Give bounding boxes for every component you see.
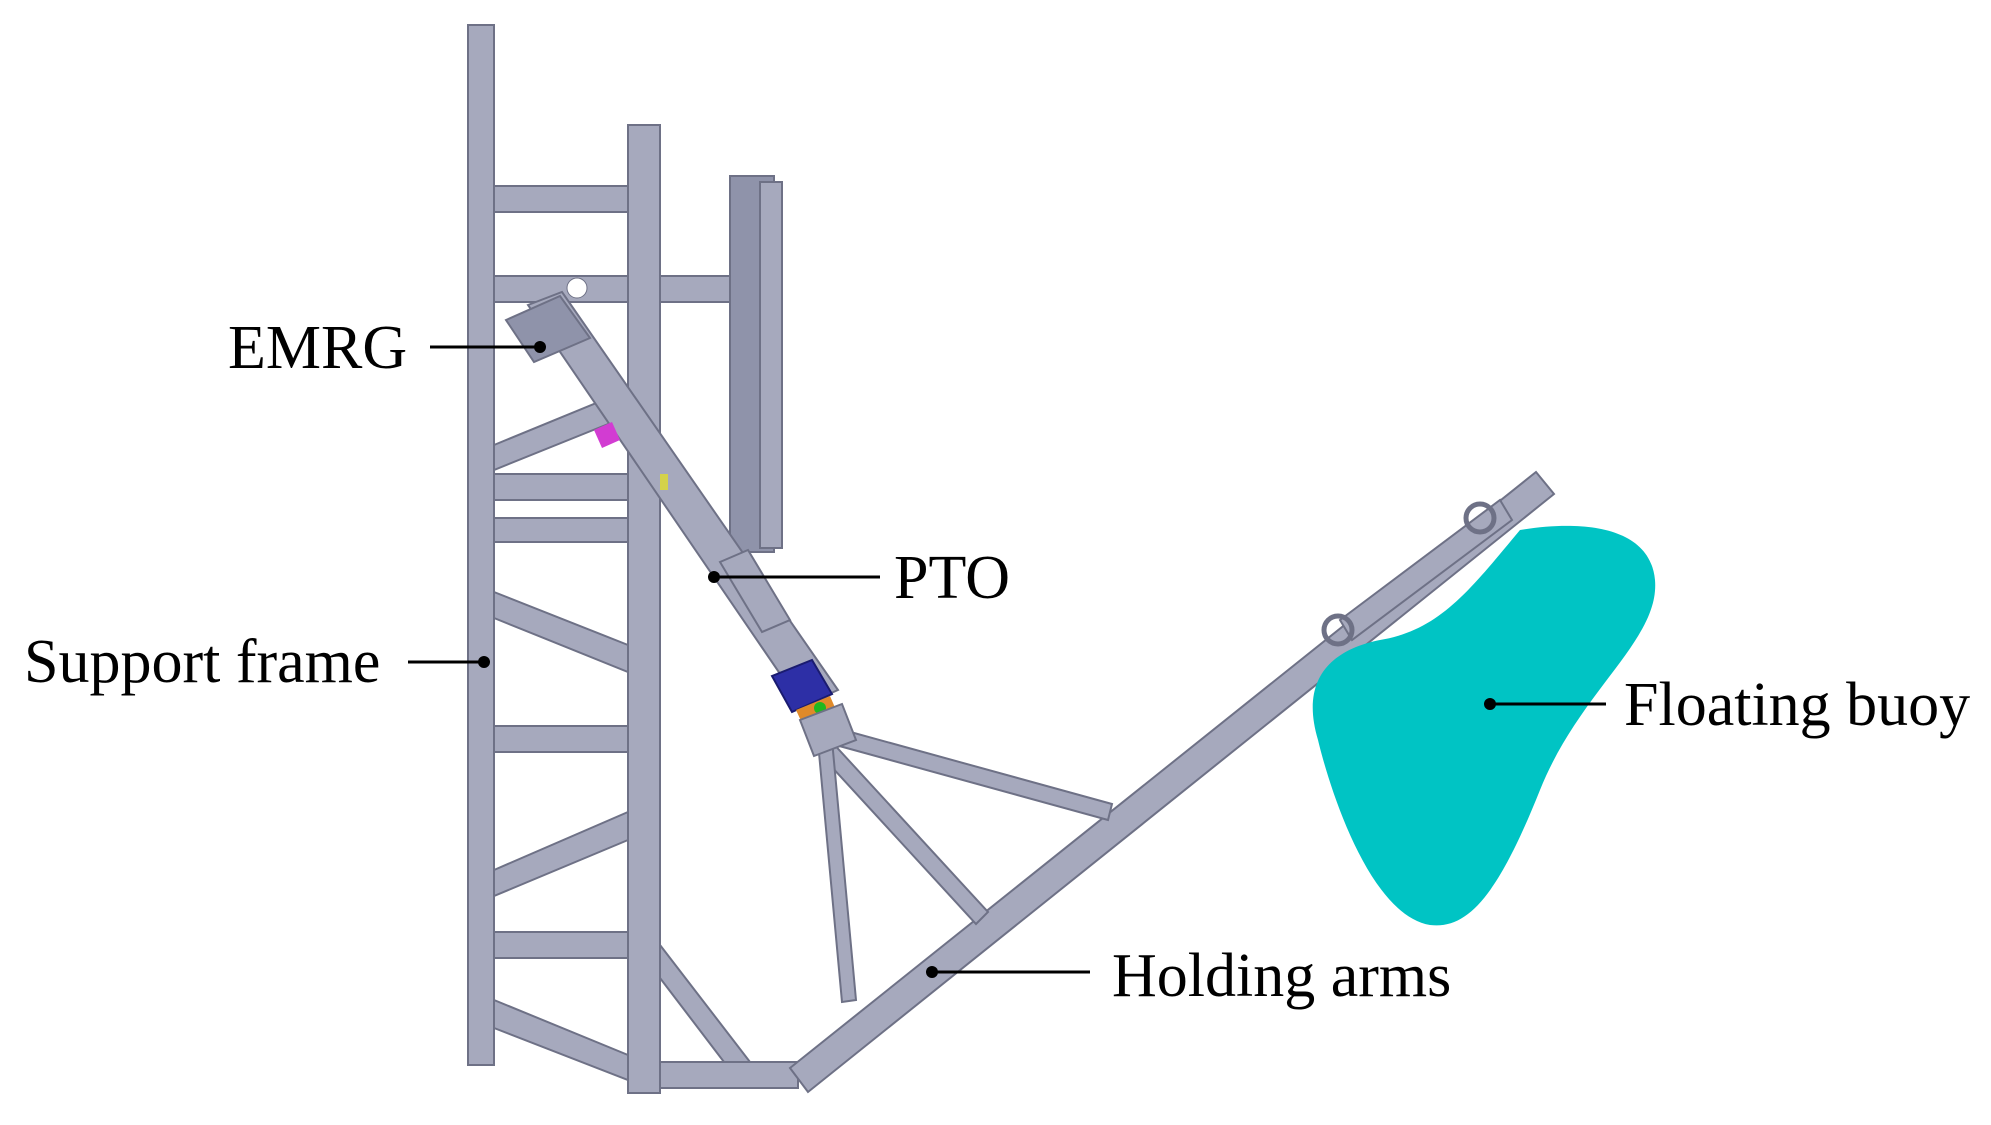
emrg-label: EMRG: [228, 314, 407, 382]
holding-arms-structure: [788, 470, 1556, 1094]
holding-arms-label: Holding arms: [1112, 942, 1451, 1010]
marker-icon: [594, 422, 620, 448]
pto-shaft: [504, 290, 842, 736]
support-frame-label: Support frame: [24, 628, 380, 696]
pto-label: PTO: [894, 544, 1010, 612]
floating-buoy-label: Floating buoy: [1624, 671, 1970, 739]
ring-shackle-icon: [1321, 501, 1497, 647]
coupling-icon: [770, 658, 834, 714]
floating-buoy-shape: [1312, 525, 1656, 926]
support-frame-structure: [467, 24, 799, 1094]
